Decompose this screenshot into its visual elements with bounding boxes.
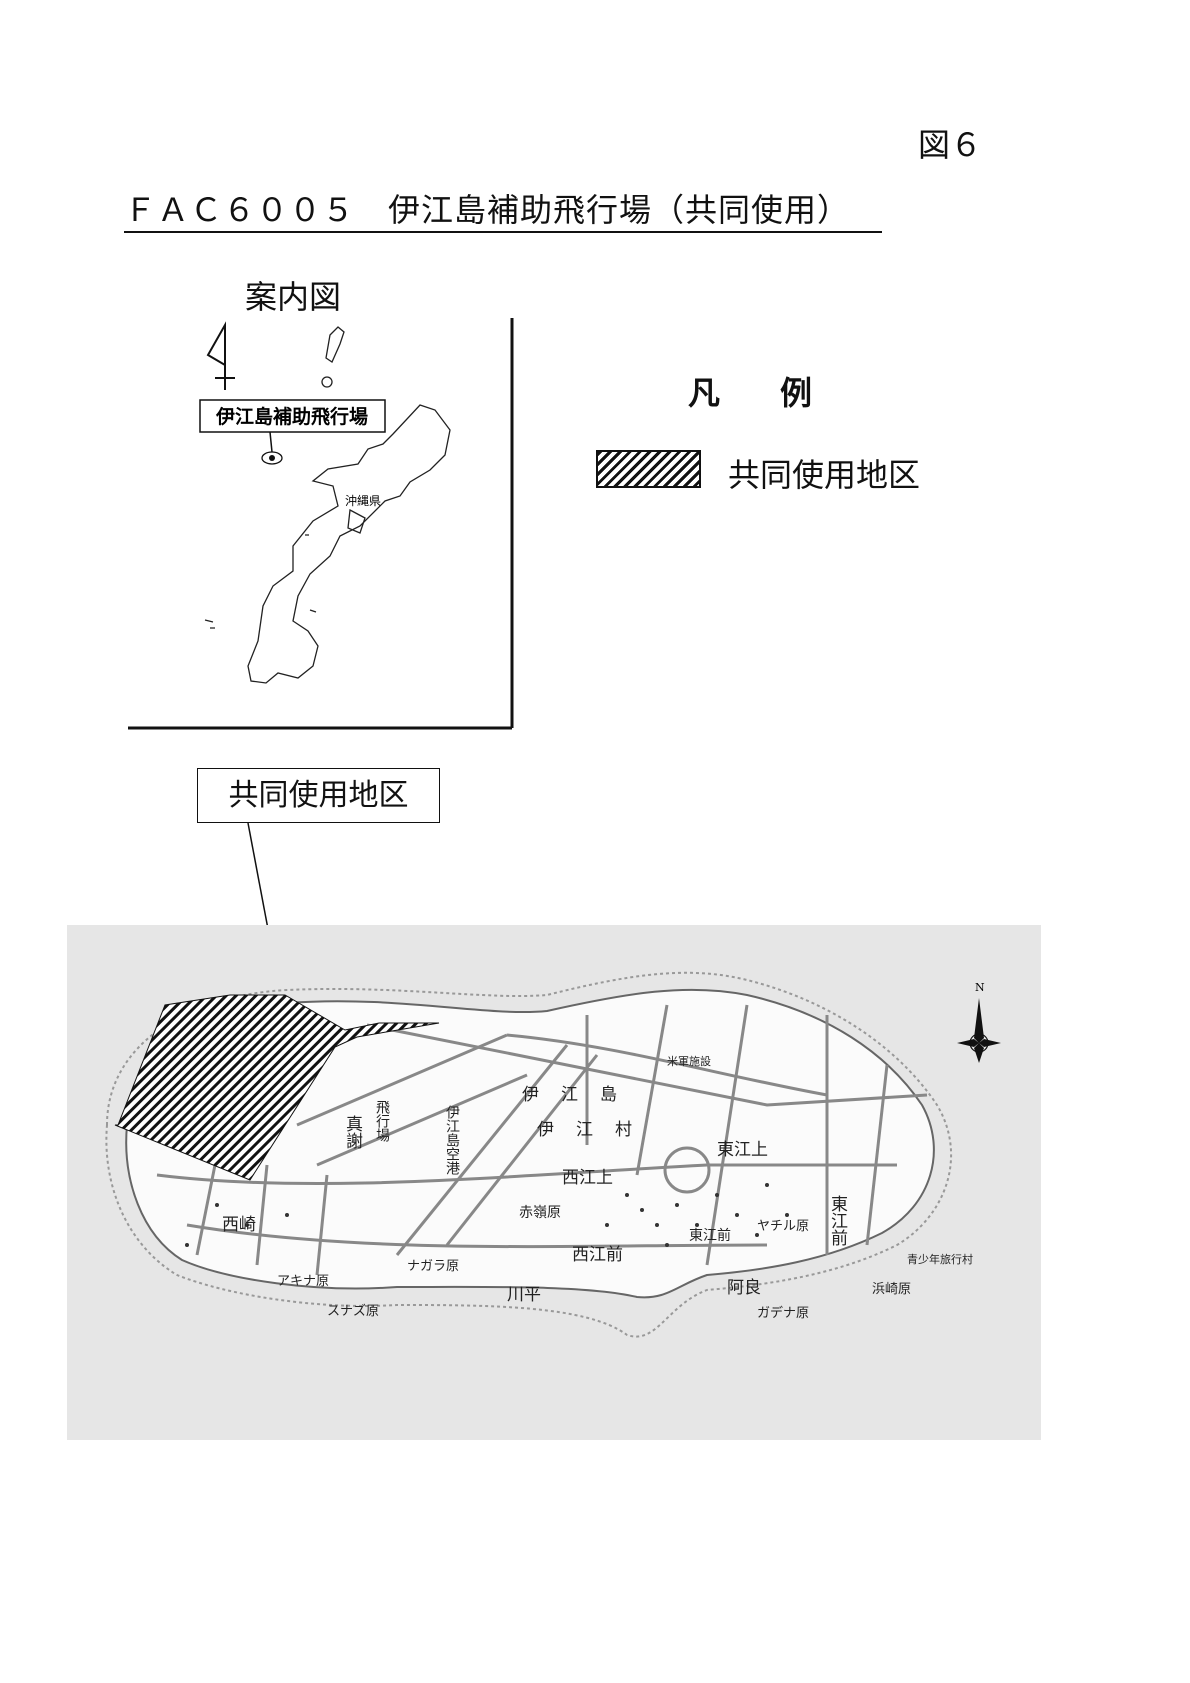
place-label: 赤嶺原: [519, 1205, 561, 1221]
place-label: 伊江島空港: [444, 1105, 460, 1175]
place-label: 西江上: [562, 1168, 613, 1188]
north-label: N: [975, 981, 985, 994]
legend-hatch-swatch: [596, 450, 701, 488]
place-label: 真謝: [342, 1115, 363, 1149]
place-label: 東江上: [717, 1140, 768, 1160]
place-label: 阿良: [727, 1278, 761, 1298]
compass-rose-icon: N: [957, 981, 1001, 1063]
okinawa-island-outline: [204, 326, 451, 684]
place-label: ナガラ原: [407, 1259, 459, 1274]
inset-prefecture-label: 沖縄県: [345, 493, 381, 508]
place-label: ガデナ原: [757, 1305, 809, 1321]
place-label: 西江前: [572, 1245, 623, 1265]
callout-label: 共同使用地区: [197, 768, 440, 823]
figure-number: 図６: [918, 126, 983, 164]
place-label: 西崎: [222, 1215, 256, 1235]
inset-facility-label: 伊江島補助飛行場: [215, 405, 368, 428]
place-label: 青少年旅行村: [907, 1252, 973, 1266]
legend-item-label: 共同使用地区: [728, 456, 921, 494]
legend-heading: 凡例: [688, 374, 873, 412]
inset-map-heading: 案内図: [245, 278, 342, 316]
place-label: 伊江島: [522, 1085, 639, 1105]
place-label: 川平: [507, 1285, 541, 1305]
ie-island-map: 真謝 飛行場 伊江島空港 伊江島 伊江村 東江上 西江上 赤嶺原 西崎 西江前 …: [67, 925, 1041, 1440]
place-label: スナズ原: [327, 1303, 379, 1319]
place-label: ヤチル原: [757, 1219, 809, 1234]
place-label: アキナ原: [277, 1274, 329, 1289]
place-label: 飛行場: [374, 1100, 390, 1142]
place-label: 東江前: [689, 1227, 731, 1244]
inset-map: 伊江島補助飛行場 沖縄県: [128, 318, 514, 730]
page-title: ＦＡＣ６００５ 伊江島補助飛行場（共同使用）: [124, 185, 882, 233]
building-dots: [185, 1183, 789, 1247]
north-arrow-icon: [206, 321, 235, 390]
place-label: 浜崎原: [872, 1282, 911, 1297]
place-label: 米軍施設: [667, 1054, 711, 1068]
road-network: [156, 1004, 928, 1276]
place-label: 伊江村: [537, 1120, 654, 1140]
place-label: 東江前: [827, 1195, 848, 1247]
